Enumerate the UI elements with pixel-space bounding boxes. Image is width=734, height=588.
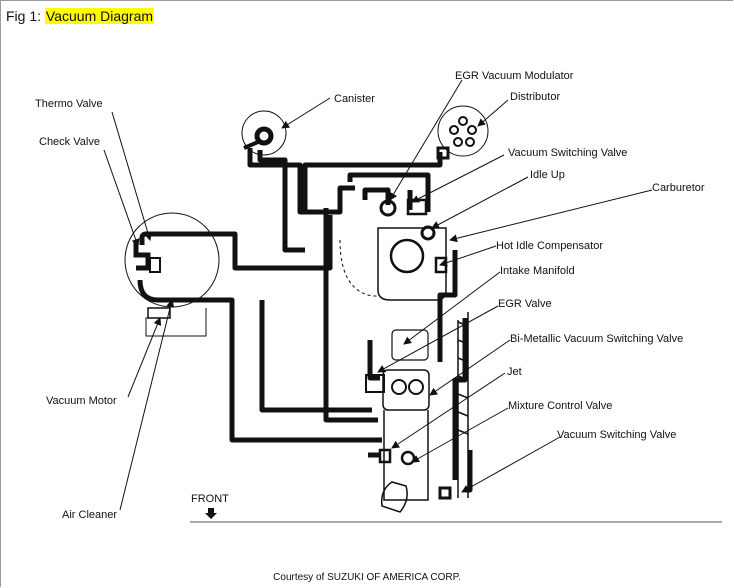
- label-check-valve: Check Valve: [39, 136, 100, 148]
- distributor: [436, 105, 489, 160]
- leader-lines: [103, 79, 653, 511]
- label-vacuum-motor: Vacuum Motor: [46, 395, 117, 407]
- label-vacuum-switching-valve-top: Vacuum Switching Valve: [508, 147, 627, 159]
- mixture-pipe: [457, 312, 469, 498]
- label-egr-valve: EGR Valve: [498, 298, 552, 310]
- check-valve-body: [133, 240, 151, 271]
- label-egr-vacuum-modulator: EGR Vacuum Modulator: [455, 70, 574, 82]
- label-canister: Canister: [334, 93, 375, 105]
- label-thermo-valve: Thermo Valve: [35, 98, 103, 110]
- vacuum-motor: [147, 307, 171, 319]
- label-air-cleaner: Air Cleaner: [62, 509, 117, 521]
- label-front: FRONT: [191, 493, 229, 505]
- vacuum-motor-hose: [137, 279, 172, 303]
- figure-title: Fig 1: Vacuum Diagram: [6, 8, 155, 24]
- air-cleaner-assembly: [124, 212, 220, 337]
- credit-line: Courtesy of SUZUKI OF AMERICA CORP.: [273, 572, 461, 583]
- label-distributor: Distributor: [510, 91, 560, 103]
- label-carburetor: Carburetor: [652, 182, 705, 194]
- figure-label: Fig 1:: [6, 8, 42, 24]
- front-arrow-icon: [205, 508, 217, 519]
- engine-block: [339, 198, 452, 513]
- vacuum-hoses: [150, 148, 473, 493]
- label-intake-manifold: Intake Manifold: [500, 265, 575, 277]
- air-cleaner-bracket: [145, 308, 207, 337]
- canister: [241, 110, 287, 156]
- label-idle-up: Idle Up: [530, 169, 565, 181]
- label-vacuum-switching-valve-bottom: Vacuum Switching Valve: [557, 429, 676, 441]
- label-hot-idle-compensator: Hot Idle Compensator: [496, 240, 603, 252]
- air-cleaner-circle: [124, 212, 220, 308]
- thermo-valve: [149, 257, 161, 273]
- label-mixture-control-valve: Mixture Control Valve: [508, 400, 612, 412]
- figure-title-highlight: Vacuum Diagram: [44, 8, 155, 24]
- labels: Thermo Valve Check Valve Canister EGR Va…: [35, 70, 705, 521]
- label-jet: Jet: [507, 366, 522, 378]
- label-bimetallic-vsv: Bi-Metallic Vacuum Switching Valve: [510, 333, 683, 345]
